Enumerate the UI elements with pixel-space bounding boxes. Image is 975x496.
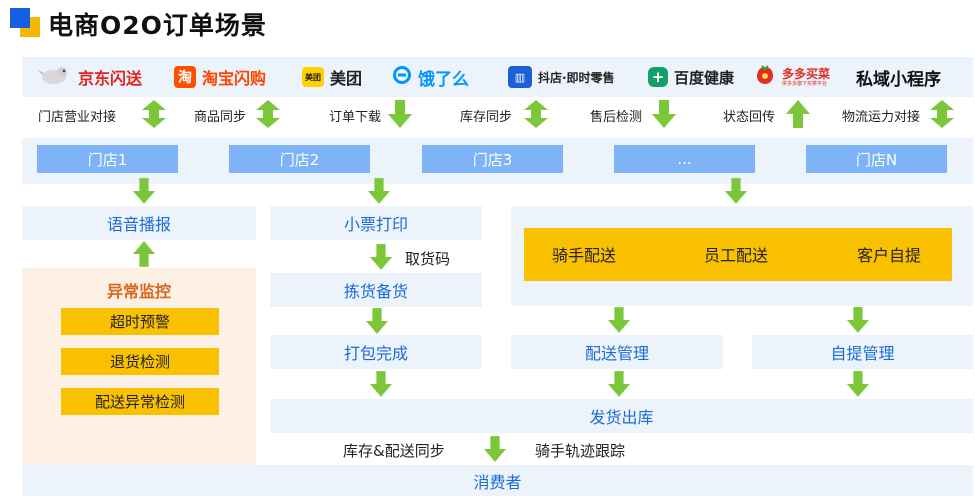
baidu-health-icon: + [648, 67, 668, 87]
store-box: 门店2 [229, 145, 370, 173]
sync-arrow-down [388, 100, 412, 128]
platform-name: 美团 [330, 69, 363, 88]
platform-miniprogram: 私域小程序 [856, 57, 941, 97]
print-to-picking-arrow [370, 244, 392, 270]
duoduo-icon [754, 64, 776, 90]
rider-delivery-label: 骑手配送 [552, 246, 617, 265]
self-pickup-mgmt-box: 自提管理 [752, 335, 973, 369]
voice-broadcast-box: 语音播报 [22, 206, 256, 240]
platform-name: 饿了么 [418, 69, 469, 90]
picking-box: 拣货备货 [270, 273, 482, 307]
sync-arrow-both [142, 100, 166, 128]
store-box: ... [614, 145, 755, 173]
platform-baidu-health: + 百度健康 [648, 57, 734, 97]
meituan-icon: 美团 [302, 67, 324, 87]
store-to-print-arrow [368, 178, 390, 204]
packing-to-shipping-arrow [370, 371, 392, 397]
platform-name: 京东闪送 [78, 69, 143, 88]
platform-name: 私域小程序 [856, 69, 941, 90]
sync-label: 物流运力对接 [842, 110, 921, 125]
sync-arrow-both [930, 100, 954, 128]
shipping-box: 发货出库 [270, 399, 973, 433]
platform-name: 百度健康 [674, 68, 735, 87]
platform-eleme: 饿了么 [392, 57, 469, 97]
sync-label: 商品同步 [194, 110, 247, 125]
platform-taobao: 淘 淘宝闪购 [174, 57, 266, 97]
platform-name: 抖店·即时零售 [538, 70, 615, 85]
mode-to-pickup-mgmt-arrow [847, 307, 869, 333]
sync-label: 库存同步 [460, 110, 513, 125]
exception-to-voice-arrow [133, 241, 155, 267]
sync-arrow-down [652, 100, 676, 128]
sync-arrow-both [256, 100, 280, 128]
customer-pickup-label: 客户自提 [857, 246, 922, 265]
sync-label: 售后检测 [590, 110, 643, 125]
packing-box: 打包完成 [270, 335, 482, 369]
timeout-alert-item: 超时预警 [61, 308, 219, 335]
shipping-to-consumer-arrow [484, 436, 506, 462]
platform-duoduo: 多多买菜 拼多多旗下买菜平台 [754, 57, 830, 97]
eleme-icon [392, 65, 412, 89]
rider-tracking-label: 骑手轨迹跟踪 [535, 442, 626, 460]
platform-douyin: ▥ 抖店·即时零售 [508, 57, 615, 97]
staff-delivery-label: 员工配送 [704, 246, 769, 265]
return-detect-item: 退货检测 [61, 348, 219, 375]
platform-meituan: 美团 美团 [302, 57, 362, 97]
douyin-shop-icon: ▥ [508, 66, 532, 88]
store-to-delivery-arrow [725, 178, 747, 204]
platform-jd: 京东闪送 [38, 57, 142, 97]
platform-name: 多多买菜 [782, 66, 831, 81]
consumer-box: 消费者 [22, 465, 973, 496]
title-mark-blue [10, 8, 30, 28]
sync-arrow-both [524, 100, 548, 128]
delivery-mode-bar [524, 228, 952, 281]
store-box: 门店3 [422, 145, 563, 173]
mode-to-delivery-mgmt-arrow [608, 307, 630, 333]
platform-subtitle: 拼多多旗下买菜平台 [782, 80, 828, 87]
ticket-print-box: 小票打印 [270, 206, 482, 240]
store-box: 门店1 [37, 145, 178, 173]
inventory-sync-label: 库存&配送同步 [343, 442, 445, 460]
store-to-voice-arrow [133, 178, 155, 204]
jd-dog-icon [38, 64, 72, 90]
platform-name: 淘宝闪购 [202, 69, 267, 88]
pickup-mgmt-to-shipping-arrow [847, 371, 869, 397]
exception-monitor-title: 异常监控 [106, 282, 171, 301]
sync-label: 订单下载 [329, 110, 382, 125]
delivery-mgmt-to-shipping-arrow [608, 371, 630, 397]
page-title: 电商O2O订单场景 [48, 11, 267, 40]
delivery-mgmt-box: 配送管理 [511, 335, 723, 369]
sync-arrow-up [786, 100, 810, 128]
delivery-exception-item: 配送异常检测 [61, 388, 219, 415]
sync-label: 门店营业对接 [38, 110, 117, 125]
store-box: 门店N [806, 145, 947, 173]
pickup-code-label: 取货码 [405, 250, 451, 268]
sync-label: 状态回传 [723, 110, 776, 125]
taobao-icon: 淘 [174, 66, 196, 88]
picking-to-packing-arrow [366, 308, 388, 334]
